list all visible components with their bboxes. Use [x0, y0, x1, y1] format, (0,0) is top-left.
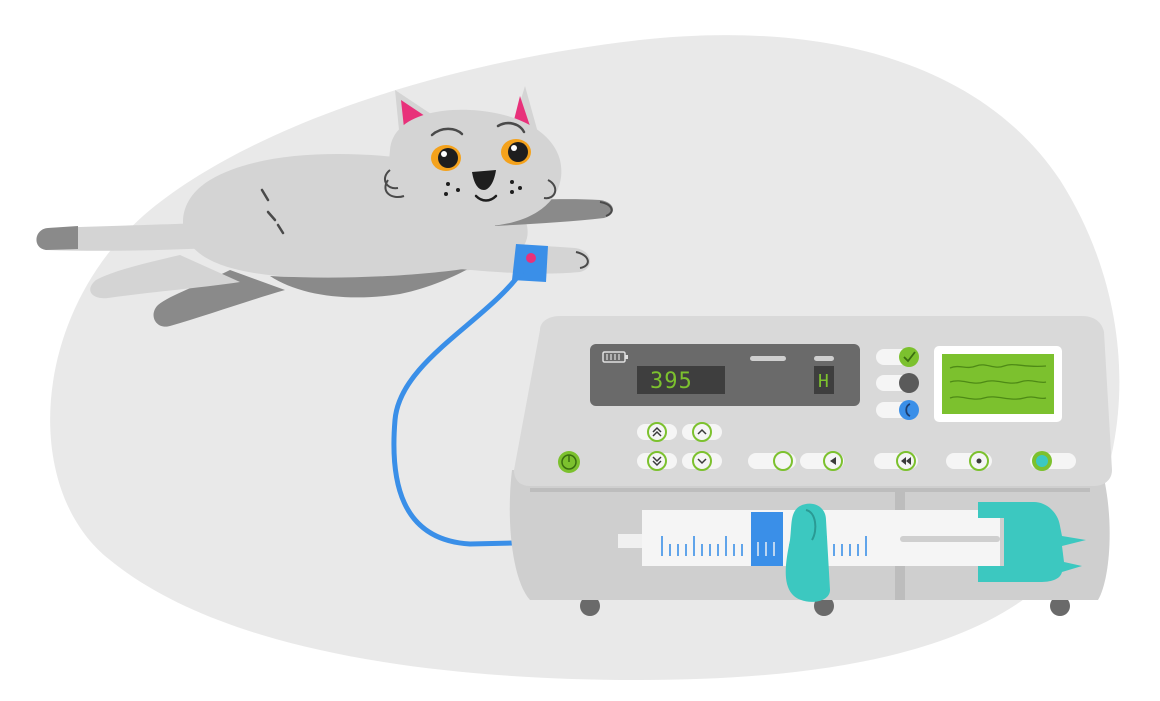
cat-stripes — [260, 188, 285, 235]
cat-back-leg — [90, 255, 240, 299]
double-chevron-down-icon — [652, 456, 662, 467]
syringe-clamp — [978, 502, 1086, 582]
cat-belly — [270, 268, 470, 298]
double-chevron-up-icon — [652, 426, 662, 437]
circle-icon — [773, 451, 793, 471]
stop-button[interactable] — [946, 451, 992, 471]
mode-lcd — [814, 366, 834, 394]
monitor-screen — [942, 354, 1054, 414]
down-button[interactable] — [682, 451, 722, 471]
cat-paw-lower — [575, 251, 589, 269]
battery-icon — [602, 351, 628, 363]
rewind-button[interactable] — [874, 451, 918, 471]
indicator-bar-2 — [814, 356, 834, 361]
cat-brow-left — [430, 127, 464, 137]
cat-ear-left-inner — [401, 100, 428, 128]
cat-nose — [472, 170, 496, 190]
syringe-plunger-seal — [751, 512, 783, 566]
status-light-icon — [1036, 455, 1048, 467]
pump-wheel-left — [580, 596, 600, 616]
pump-wheel-right — [1050, 596, 1070, 616]
up-button[interactable] — [682, 422, 722, 442]
cat-face — [389, 109, 562, 227]
plunger-driver — [785, 503, 830, 602]
check-icon — [903, 351, 916, 363]
moon-icon — [905, 403, 911, 417]
iv-tube — [391, 265, 653, 547]
infusion-pump: 395 H — [509, 316, 1112, 616]
play-back-icon — [830, 457, 836, 465]
cat-tail-tip — [36, 226, 78, 250]
cat-paw-upper — [599, 201, 613, 217]
rate-display: 395 — [650, 369, 693, 394]
check-icon-bg — [899, 347, 919, 367]
cat-head — [383, 86, 562, 227]
cat-pupil-left — [438, 148, 458, 168]
start-button[interactable] — [748, 451, 796, 471]
cat-cheek-fur — [383, 169, 405, 198]
cat-back-leg-dark — [153, 270, 285, 327]
plunger-driver-shade — [805, 509, 817, 541]
dark-circle-icon — [899, 373, 919, 393]
stop-icon — [976, 458, 982, 464]
dark-button[interactable] — [876, 373, 919, 393]
status-button[interactable] — [1030, 451, 1076, 471]
cat — [36, 86, 614, 327]
power-button[interactable] — [558, 451, 580, 473]
double-down-button[interactable] — [637, 451, 677, 471]
night-mode-button[interactable] — [876, 400, 919, 420]
moon-icon-bg — [899, 400, 919, 420]
chevron-down-icon — [697, 458, 707, 465]
cat-eye-shine-left — [441, 151, 447, 157]
cat-pupil-right — [508, 142, 528, 162]
back-button[interactable] — [800, 451, 844, 471]
cat-eye-shine-right — [511, 145, 517, 151]
mode-display: H — [818, 371, 829, 392]
indicator-bar-1 — [750, 356, 786, 361]
catheter-port — [526, 253, 536, 263]
monitor-waveforms — [949, 363, 1047, 400]
rewind-icon — [901, 457, 911, 465]
confirm-button[interactable] — [876, 347, 919, 367]
cat-cheek-fur-right — [543, 179, 557, 200]
double-up-button[interactable] — [637, 422, 677, 442]
syringe-seal-marks — [757, 542, 775, 556]
cat-brow-right — [496, 121, 526, 134]
syringe-plunger-rod — [900, 536, 1000, 542]
rate-lcd — [637, 366, 725, 394]
chevron-up-icon — [697, 428, 707, 435]
cat-mouth — [474, 194, 498, 202]
cat-whisker-dots — [444, 180, 522, 196]
